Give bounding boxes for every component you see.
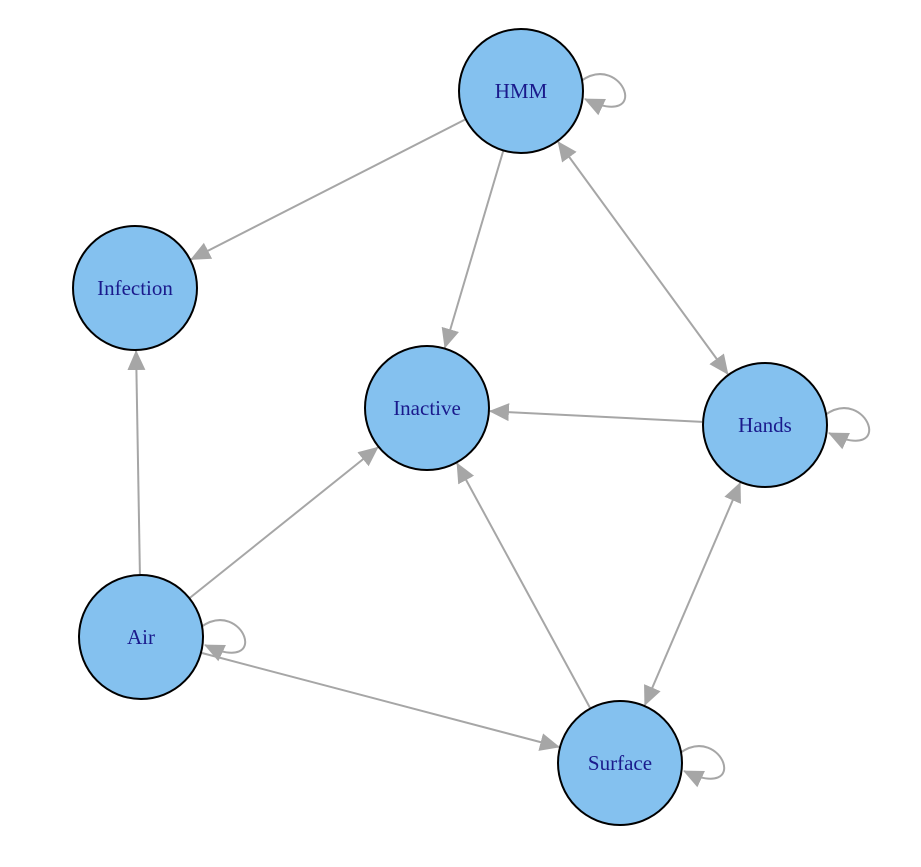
node-label-hands: Hands [738, 413, 792, 437]
node-circle-infection [72, 225, 198, 351]
node-circle-inactive [364, 345, 490, 471]
node-hmm: HMM [458, 28, 584, 154]
edge-air-inactive [189, 446, 379, 599]
edge-hmm-infection [190, 118, 466, 261]
node-air: Air [78, 574, 204, 700]
node-circle-surface [557, 700, 683, 826]
node-circle-hmm [458, 28, 584, 154]
self-loop-surface [679, 745, 726, 788]
node-hands: Hands [702, 362, 828, 488]
edge-hands-inactive [488, 403, 703, 423]
edge-air-surface [201, 652, 561, 751]
edge-hmm-hands [557, 141, 729, 375]
self-loops [200, 73, 871, 788]
node-label-air: Air [127, 625, 155, 649]
node-inactive: Inactive [364, 345, 490, 471]
self-loop-hands [824, 407, 871, 450]
node-label-infection: Infection [97, 276, 173, 300]
self-loop-air [200, 619, 247, 662]
self-loop-hmm [580, 73, 627, 116]
node-surface: Surface [557, 700, 683, 826]
edge-hmm-inactive [441, 151, 505, 349]
node-label-hmm: HMM [495, 79, 548, 103]
edge-air-infection [127, 349, 146, 575]
node-circle-air [78, 574, 204, 700]
node-circle-hands [702, 362, 828, 488]
edge-surface-inactive [456, 462, 591, 709]
node-label-inactive: Inactive [393, 396, 461, 420]
node-infection: Infection [72, 225, 198, 351]
node-label-surface: Surface [588, 751, 652, 775]
edge-hands-surface [643, 481, 742, 707]
edges [127, 118, 742, 751]
